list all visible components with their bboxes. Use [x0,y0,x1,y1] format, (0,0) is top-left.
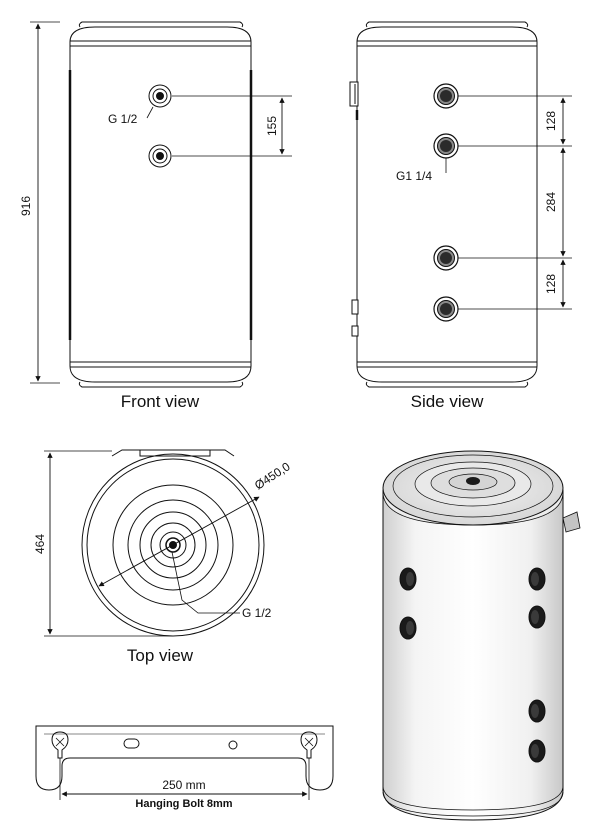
bracket-caption: Hanging Bolt 8mm [135,798,232,810]
top-view-caption: Top view [127,646,194,665]
bracket-distance-dim: 250 mm [162,778,205,792]
top-view [44,449,265,637]
front-port-upper [148,84,172,108]
hanging-bracket [35,725,334,800]
front-height-dim: 916 [19,196,33,216]
top-height-dim: 464 [33,534,47,554]
front-spacing-dim: 155 [265,116,279,136]
front-port-lower [148,144,172,168]
front-view [30,21,292,388]
side-tank-outline [356,26,538,383]
front-view-caption: Front view [121,392,200,411]
top-connection-label: G 1/2 [242,606,272,620]
top-port-3d [466,477,480,485]
side-connection-label: G1 1/4 [396,169,432,183]
side-port-1 [433,83,459,109]
front-tank-outline [69,26,252,383]
top-diameter-dim: Ø450,0 [252,459,293,492]
side-port-2 [433,133,459,159]
side-dim-middle: 284 [544,192,558,212]
front-connection-label: G 1/2 [108,112,138,126]
side-dim-bottom: 128 [544,274,558,294]
side-port-4 [433,296,459,322]
side-dim-top: 128 [544,111,558,131]
bracket-outline [35,725,334,791]
tank-3d-render [382,450,581,821]
side-view [349,21,572,388]
side-view-caption: Side view [411,392,484,411]
side-port-3 [433,245,459,271]
